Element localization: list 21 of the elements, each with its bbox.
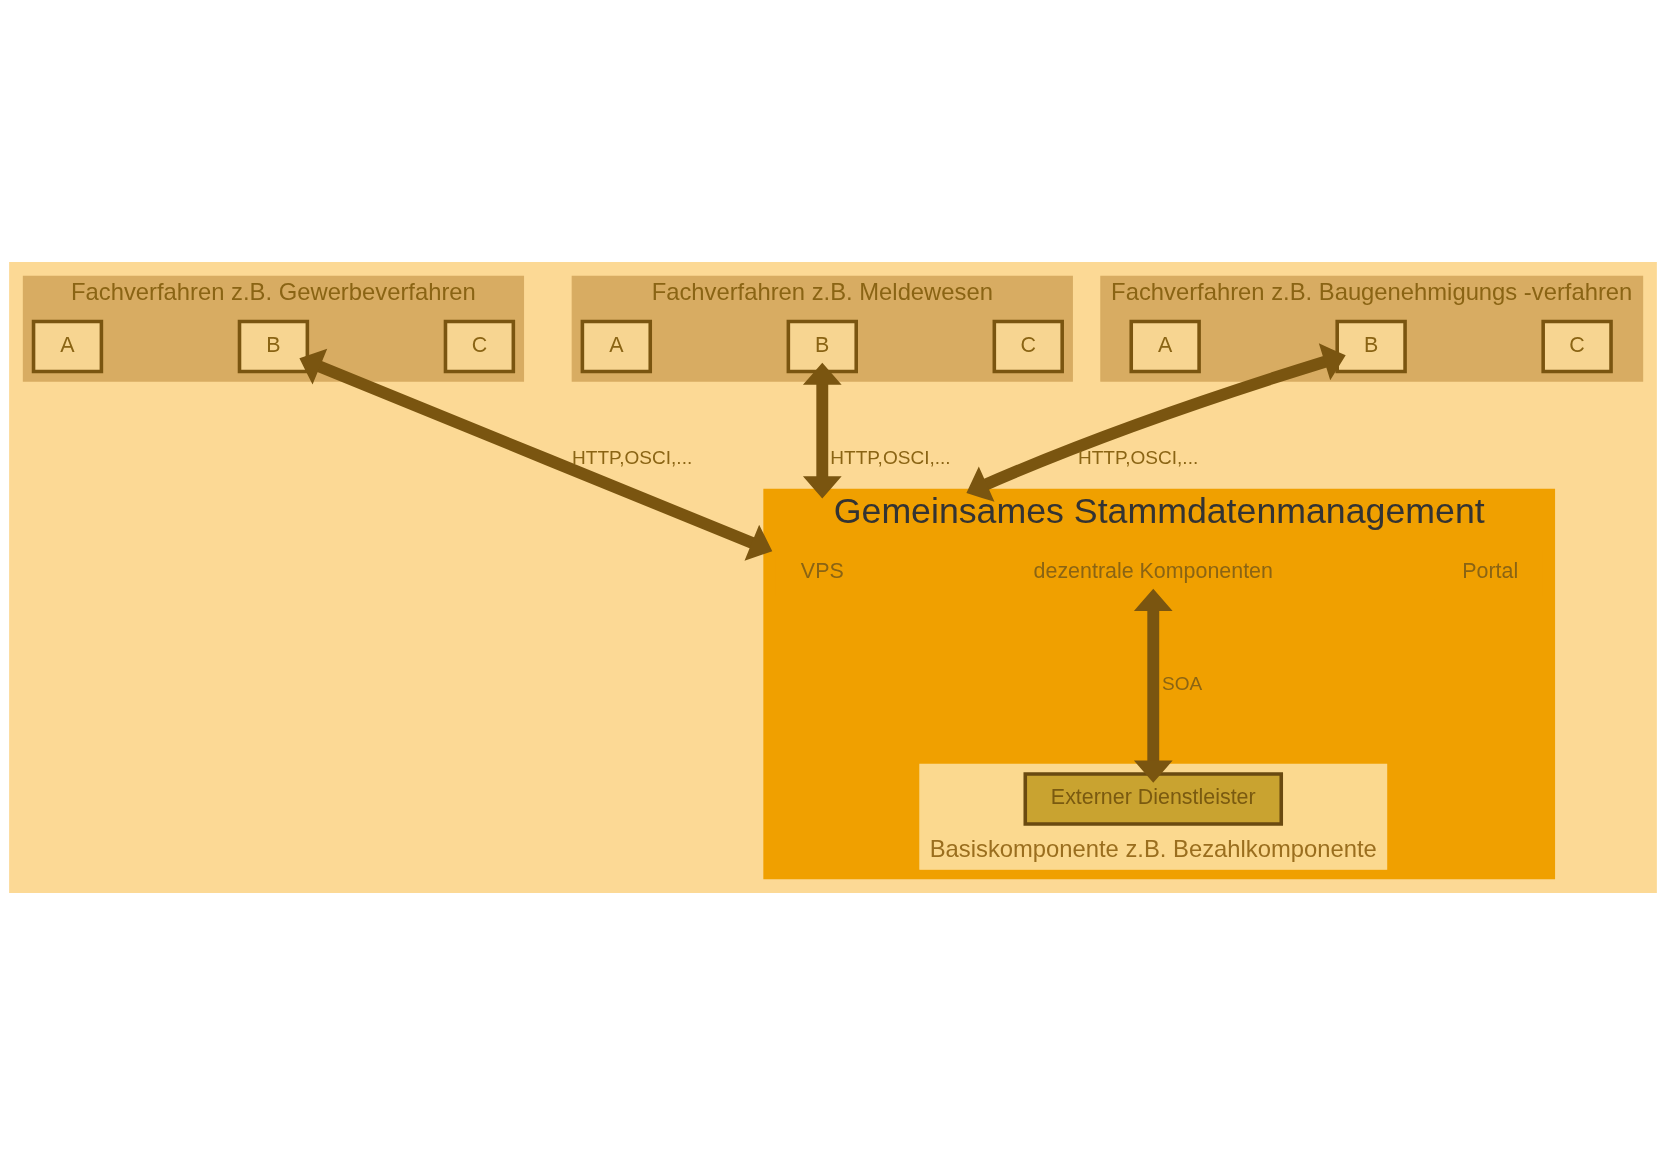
node-text: VPS: [800, 558, 844, 583]
node-text: dezentrale Komponenten: [1033, 558, 1273, 583]
node-box: A: [31, 319, 104, 374]
arrow: [802, 362, 842, 499]
edge-label: HTTP,OSCI,...: [830, 447, 951, 469]
edge-label: SOA: [1161, 673, 1202, 695]
edge-label: HTTP,OSCI,...: [572, 447, 693, 469]
node-text: Portal: [1462, 558, 1519, 583]
edge-label: HTTP,OSCI,...: [1078, 447, 1199, 469]
node-box: A: [580, 319, 653, 374]
node-box: C: [443, 319, 516, 374]
node-box: B: [786, 319, 858, 374]
arrow: [299, 348, 773, 561]
node-box: C: [992, 319, 1064, 374]
node-box: B: [237, 319, 310, 374]
arrow: [966, 343, 1346, 502]
node-box: A: [1129, 319, 1201, 374]
node-box: B: [1335, 319, 1407, 374]
node-box: C: [1541, 319, 1613, 374]
arrow: [1133, 588, 1173, 783]
node-box: Externer Dienstleister: [1023, 772, 1284, 826]
